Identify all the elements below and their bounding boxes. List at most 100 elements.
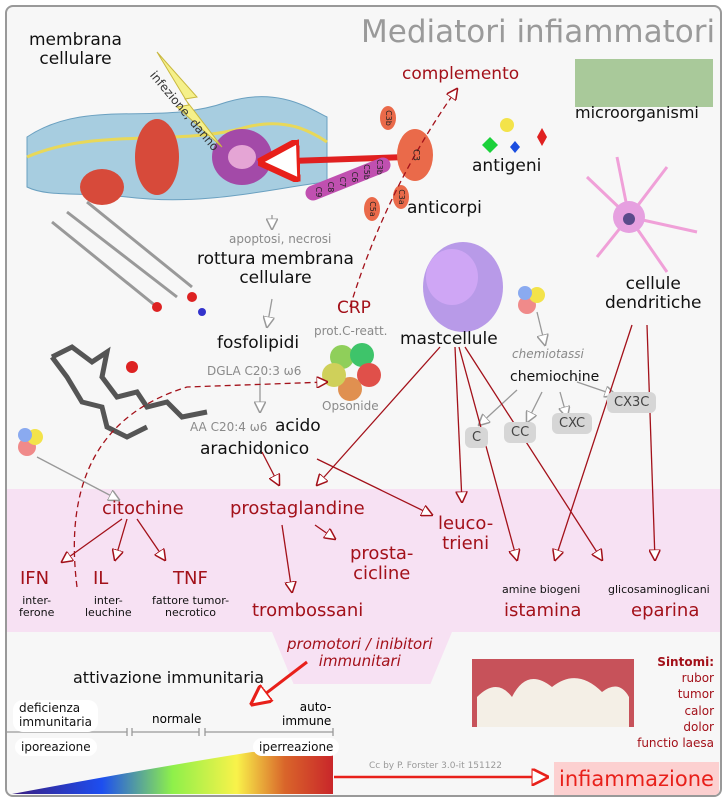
apoptosi-label: apoptosi, necrosi (229, 232, 332, 246)
antigen-yellow-icon (500, 118, 514, 132)
dgla-label: DGLA C20:3 ω6 (207, 364, 302, 378)
complemento-label: complemento (402, 64, 520, 84)
opsonide-label: Opsonide (322, 399, 379, 413)
acido-label: acido (275, 416, 321, 436)
page-title: Mediatori infiammatori (361, 14, 716, 50)
dendritiche-line1: cellule (625, 274, 681, 294)
iperreazione-label: iperreazione (253, 738, 340, 756)
sintomi-list: Sintomi: rubor tumor calor dolor functio… (637, 654, 714, 751)
chemokine-c: C (465, 427, 489, 448)
dendritiche-line2: dendritiche (605, 292, 702, 313)
iporeazione-label: iporeazione (15, 738, 97, 756)
deficienza-line2: immunitaria (19, 714, 92, 729)
fosfolipidi-label: fosfolipidi (217, 333, 300, 353)
antigen-green-icon (482, 137, 498, 153)
tnf-desc: fattore tumor-necrotico (152, 594, 229, 620)
inflamed-gums-photo (472, 659, 634, 727)
complement-label-c5a: C5a (368, 201, 377, 217)
prostaglandine-label: prostaglandine (230, 498, 365, 519)
sintomo-calor: calor (684, 703, 714, 718)
microorganisms-image (575, 59, 713, 107)
autoimmune-line2: immune (282, 714, 332, 729)
credit-label: Cc by P. Forster 3.0-it 151122 (369, 761, 502, 771)
il-desc1: inter- (93, 594, 123, 607)
promotori-band (272, 632, 452, 684)
prostacicline-line1: prosta- (350, 543, 414, 564)
promotori-arrow (252, 660, 308, 704)
sintomi-title: Sintomi: (657, 655, 714, 669)
sintomo-functio-laesa: functio laesa (637, 735, 714, 750)
rottura-line2: cellulare (239, 267, 312, 288)
leucotrieni-line1: leuco- (438, 513, 494, 534)
attivazione-label: attivazione immunitaria (73, 668, 265, 687)
ifn-desc1: inter- (22, 594, 52, 607)
complement-label-c3b: C3b (384, 110, 393, 126)
chemiotassi-label: chemiotassi (512, 347, 584, 361)
complement-chain-c7: C7 (338, 176, 347, 188)
ifn-desc: inter-ferone (19, 594, 55, 620)
membrana-line2: cellulare (39, 48, 112, 69)
arachidonico-label: arachidonico (200, 439, 310, 459)
il-desc2: leuchine (85, 606, 132, 620)
opsonide-illustration (322, 343, 381, 401)
citochine-label: citochine (102, 498, 184, 519)
sintomo-dolor: dolor (683, 719, 714, 734)
mastcellule-label: mastcellule (400, 329, 498, 349)
cell-membrane-illustration (26, 51, 433, 221)
chemokine-protein-icon (18, 428, 43, 456)
leucotrieni-line2: trieni (442, 532, 490, 554)
chemokine-cxc: CXC (552, 413, 593, 434)
reaction-spectrum-wedge (12, 752, 333, 794)
chemiochine-label: chemiochine (510, 369, 600, 385)
eparina-label: eparina (631, 600, 700, 621)
aa-label: AA C20:4 ω6 (190, 420, 268, 434)
promotori-line2: immunitari (318, 651, 401, 670)
activation-scale (7, 728, 334, 736)
tnf-label: TNF (173, 568, 208, 589)
antigen-blue-icon (510, 141, 520, 153)
chemokine-cx3c: CX3C (607, 392, 657, 413)
antigeni-label: antigeni (472, 156, 542, 176)
anticorpi-label: anticorpi (407, 198, 482, 218)
amine-biogeni-label: amine biogeni (502, 583, 581, 596)
ifn-desc2: ferone (19, 606, 55, 620)
complement-chain-c8: C8 (326, 181, 335, 193)
microorganismi-label: microorganismi (575, 103, 699, 122)
diagram-graphics (7, 51, 713, 794)
complement-label-c3a: C3a (397, 189, 406, 205)
complement-label-c3: C3 (410, 148, 421, 162)
prostacicline-label: prosta-cicline (350, 544, 413, 584)
promotori-line1: promotori / inibitori (287, 635, 433, 653)
dendritic-cell-illustration (585, 156, 698, 273)
chemokine-protein-icon (518, 286, 545, 314)
trombossani-label: trombossani (252, 600, 364, 621)
leucotrieni-label: leuco-trieni (438, 514, 493, 554)
sintomo-tumor: tumor (677, 687, 714, 702)
membrana-line1: membrana (29, 30, 122, 50)
crp-label: CRP (337, 298, 371, 318)
complement-chain-c5b: C5b (362, 164, 371, 180)
mastcell-illustration (423, 242, 503, 332)
istamina-label: istamina (504, 600, 582, 621)
complement-chain-c6: C6 (350, 171, 359, 183)
arachidonic-molecule-illustration (50, 344, 208, 440)
antigen-red-icon (537, 128, 547, 146)
rottura-line1: rottura membrana (197, 249, 354, 269)
sintomo-rubor: rubor (681, 671, 714, 686)
tnf-desc2: necrotico (165, 606, 216, 620)
glicosaminoglicani-label: glicosaminoglicani (608, 583, 710, 596)
normale-label: normale (152, 712, 202, 726)
complement-chain-c9: C9 (314, 186, 323, 198)
ifn-label: IFN (20, 568, 50, 589)
il-desc: inter-leuchine (85, 594, 132, 620)
infiammazione-label: infiammazione (554, 762, 719, 795)
deficienza-line1: deficienza (19, 701, 81, 715)
crp-sub-label: prot.C-reatt. (314, 324, 388, 338)
phospholipid-molecule-illustration (51, 200, 206, 316)
prostacicline-line2: cicline (353, 562, 411, 584)
